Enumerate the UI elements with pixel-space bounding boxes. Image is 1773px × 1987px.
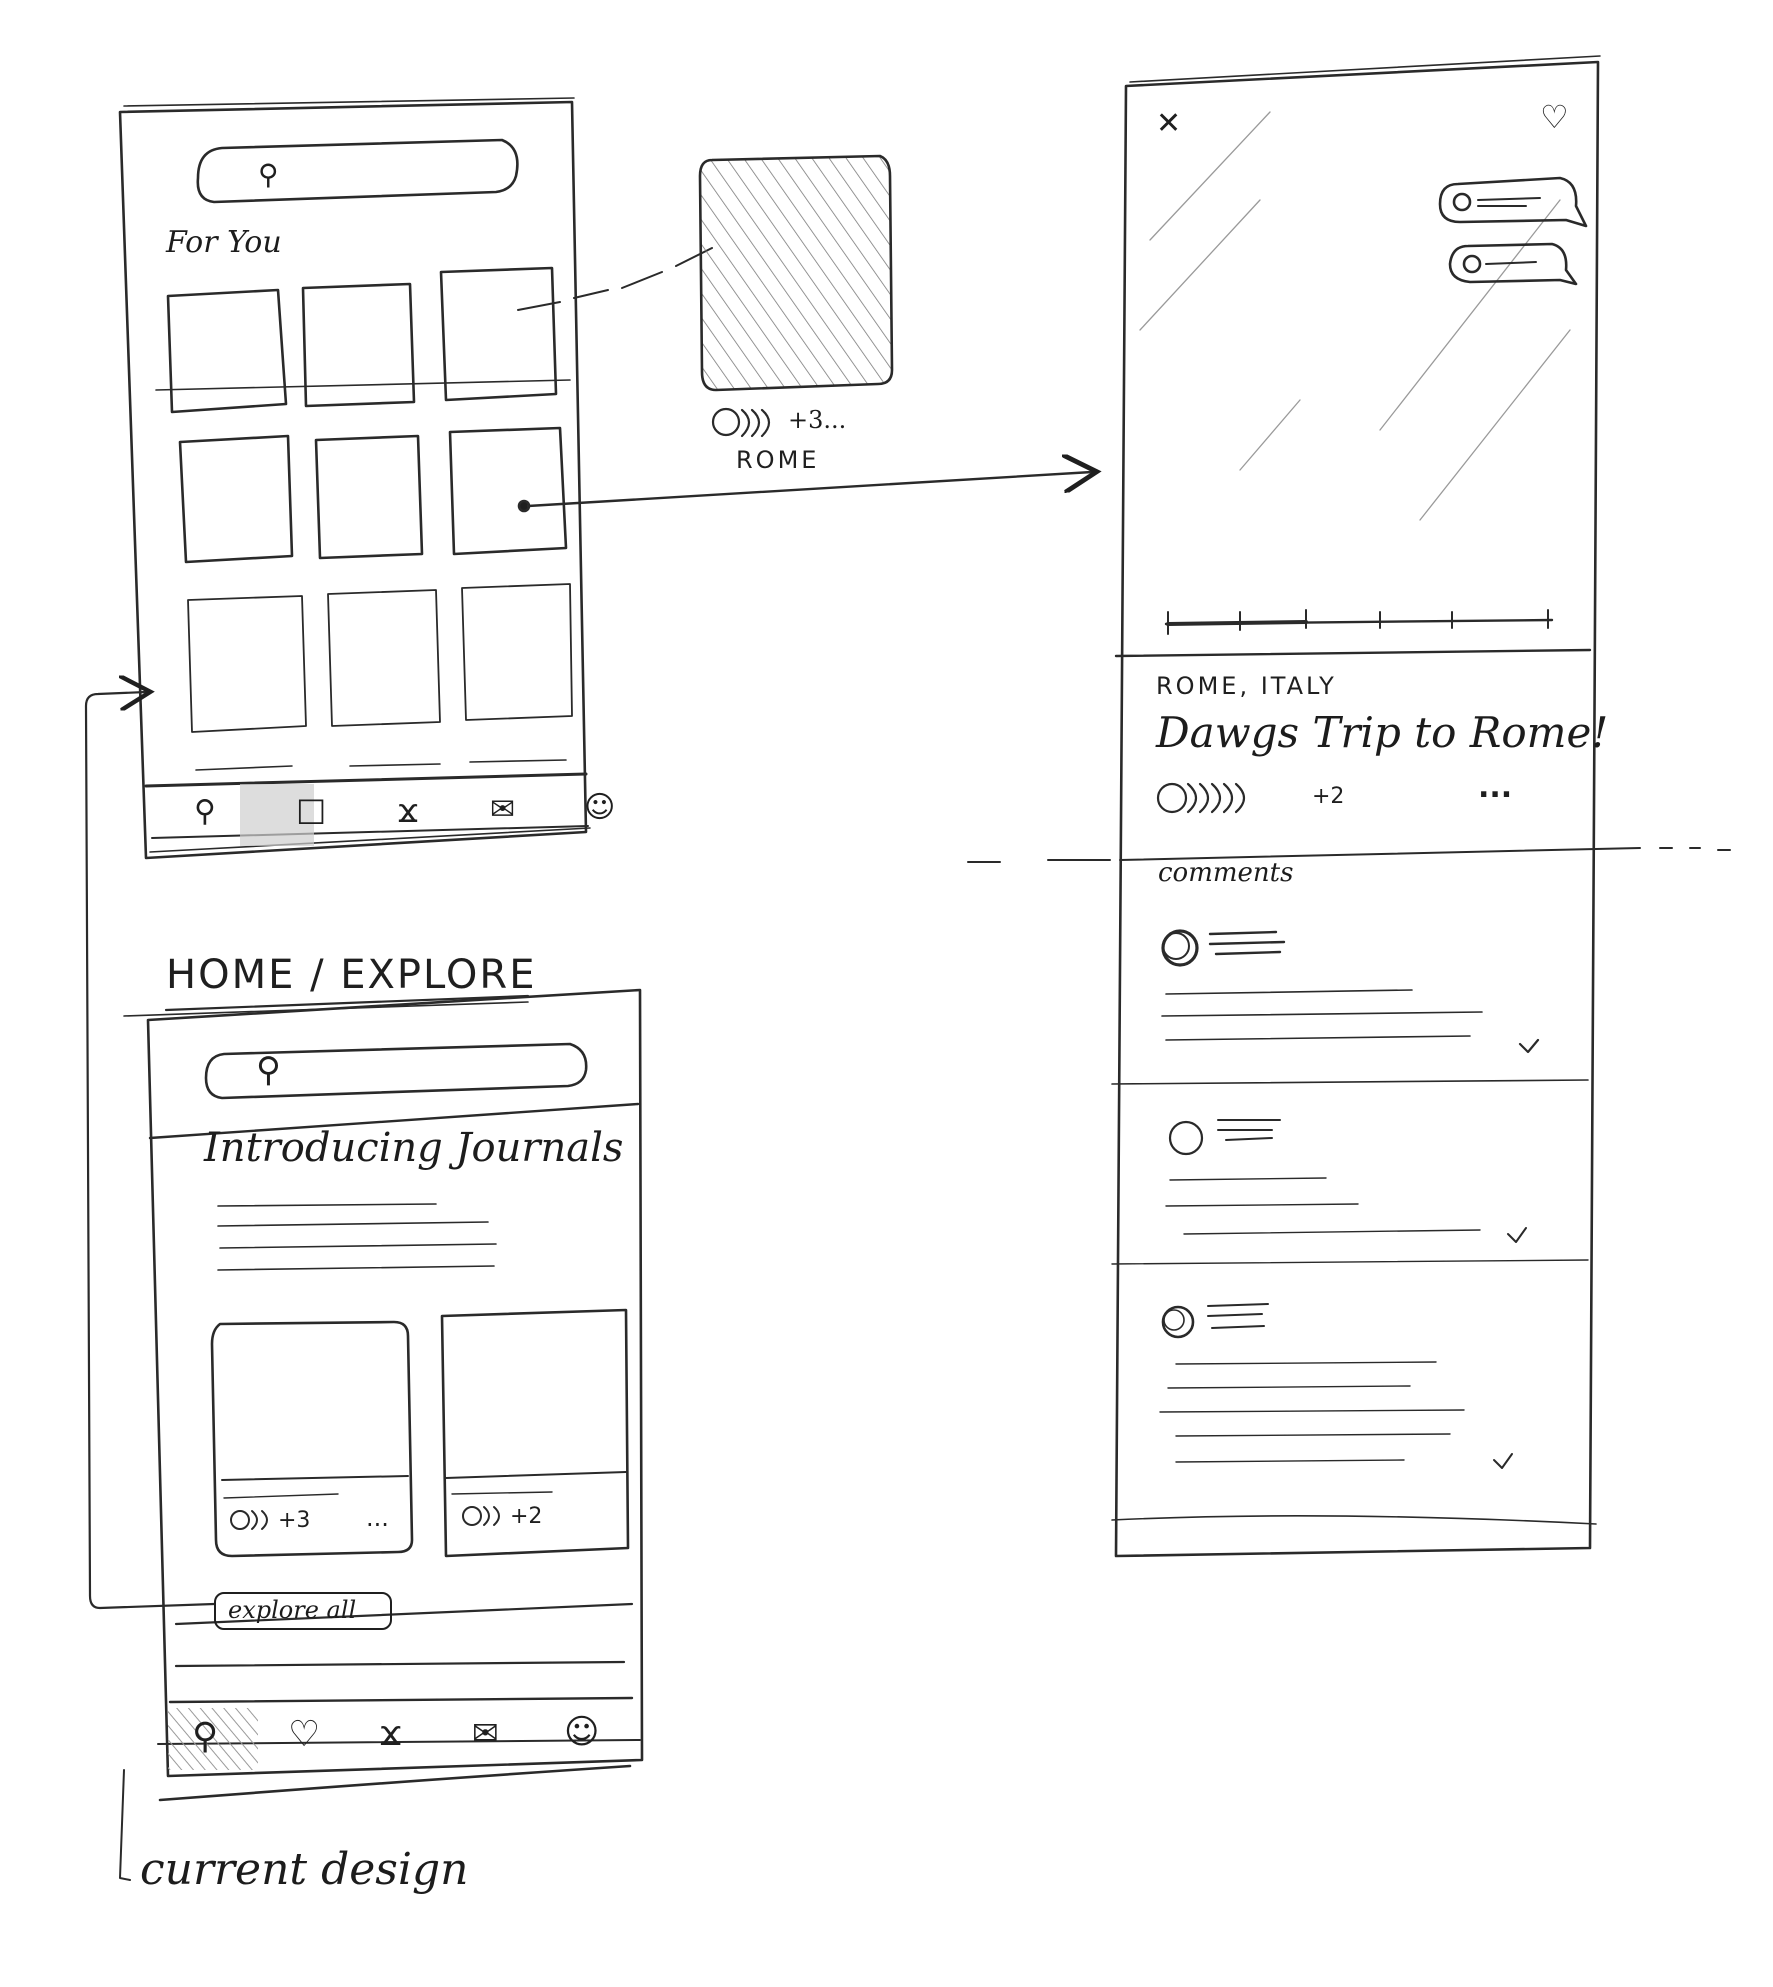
preview-location: ROME	[736, 446, 820, 474]
airbnb-logo-icon[interactable]: ϫ	[380, 1714, 402, 1754]
home-explore-screen: ⚲ Introducing Journals +3 ... +2 explore…	[148, 1000, 642, 1780]
for-you-phone-frame	[118, 100, 588, 860]
search-icon[interactable]: ⚲	[194, 794, 216, 829]
avatar-extra-count: +2	[1312, 784, 1345, 809]
message-icon[interactable]: ✉	[472, 1714, 499, 1752]
close-icon[interactable]: ✕	[1156, 106, 1182, 141]
search-icon[interactable]: ⚲	[192, 1716, 219, 1757]
card-2-avatar-extra: +2	[510, 1504, 543, 1529]
tab-bar: ⚲ ♡ ϫ ✉ ☺	[172, 1710, 642, 1766]
profile-icon[interactable]: ☺	[564, 1712, 600, 1752]
journal-card-2	[440, 1308, 630, 1558]
journal-preview-card[interactable]: +3... ROME	[700, 398, 920, 478]
journal-icon[interactable]: □	[296, 790, 327, 828]
profile-icon[interactable]: ☺	[584, 790, 616, 825]
message-icon[interactable]: ✉	[490, 792, 516, 827]
journal-title: Dawgs Trip to Rome!	[1156, 708, 1609, 757]
card-1-avatar-extra: +3	[278, 1508, 311, 1533]
heart-icon[interactable]: ♡	[288, 1714, 321, 1755]
more-options-button[interactable]: ...	[1478, 770, 1513, 805]
footnote-current-design: current design	[140, 1844, 469, 1895]
search-icon[interactable]: ⚲	[256, 1050, 281, 1090]
comments-header: comments	[1158, 858, 1294, 888]
journal-detail-screen: ✕ ♡ ROME, ITALY Dawgs Trip to Rome! +2 .…	[1116, 62, 1608, 1552]
for-you-screen: ⚲ For You ⚲ □ ϫ ✉ ☺	[120, 100, 615, 860]
banner-title: Introducing Journals	[204, 1125, 624, 1171]
home-explore-phone-frame	[146, 988, 644, 1778]
tab-bar: ⚲ □ ϫ ✉ ☺	[160, 790, 690, 840]
explore-all-button[interactable]: explore all	[214, 1592, 392, 1630]
explore-all-label: explore all	[228, 1596, 357, 1624]
journal-preview-image	[698, 154, 894, 392]
for-you-title: For You	[166, 225, 282, 260]
for-you-search-bar	[196, 138, 519, 204]
card-1-more-button[interactable]: ...	[366, 1504, 389, 1532]
home-search-bar	[204, 1042, 588, 1100]
journal-detail-phone-frame	[1114, 60, 1600, 1558]
journal-card-1	[210, 1320, 414, 1558]
airbnb-logo-icon[interactable]: ϫ	[398, 792, 418, 830]
search-icon[interactable]: ⚲	[258, 158, 279, 191]
avatar-extra-count: +3...	[788, 406, 847, 434]
heart-icon[interactable]: ♡	[1540, 98, 1569, 136]
screen-label-home-explore: HOME / EXPLORE	[166, 952, 537, 998]
journal-location: ROME, ITALY	[1156, 672, 1337, 700]
